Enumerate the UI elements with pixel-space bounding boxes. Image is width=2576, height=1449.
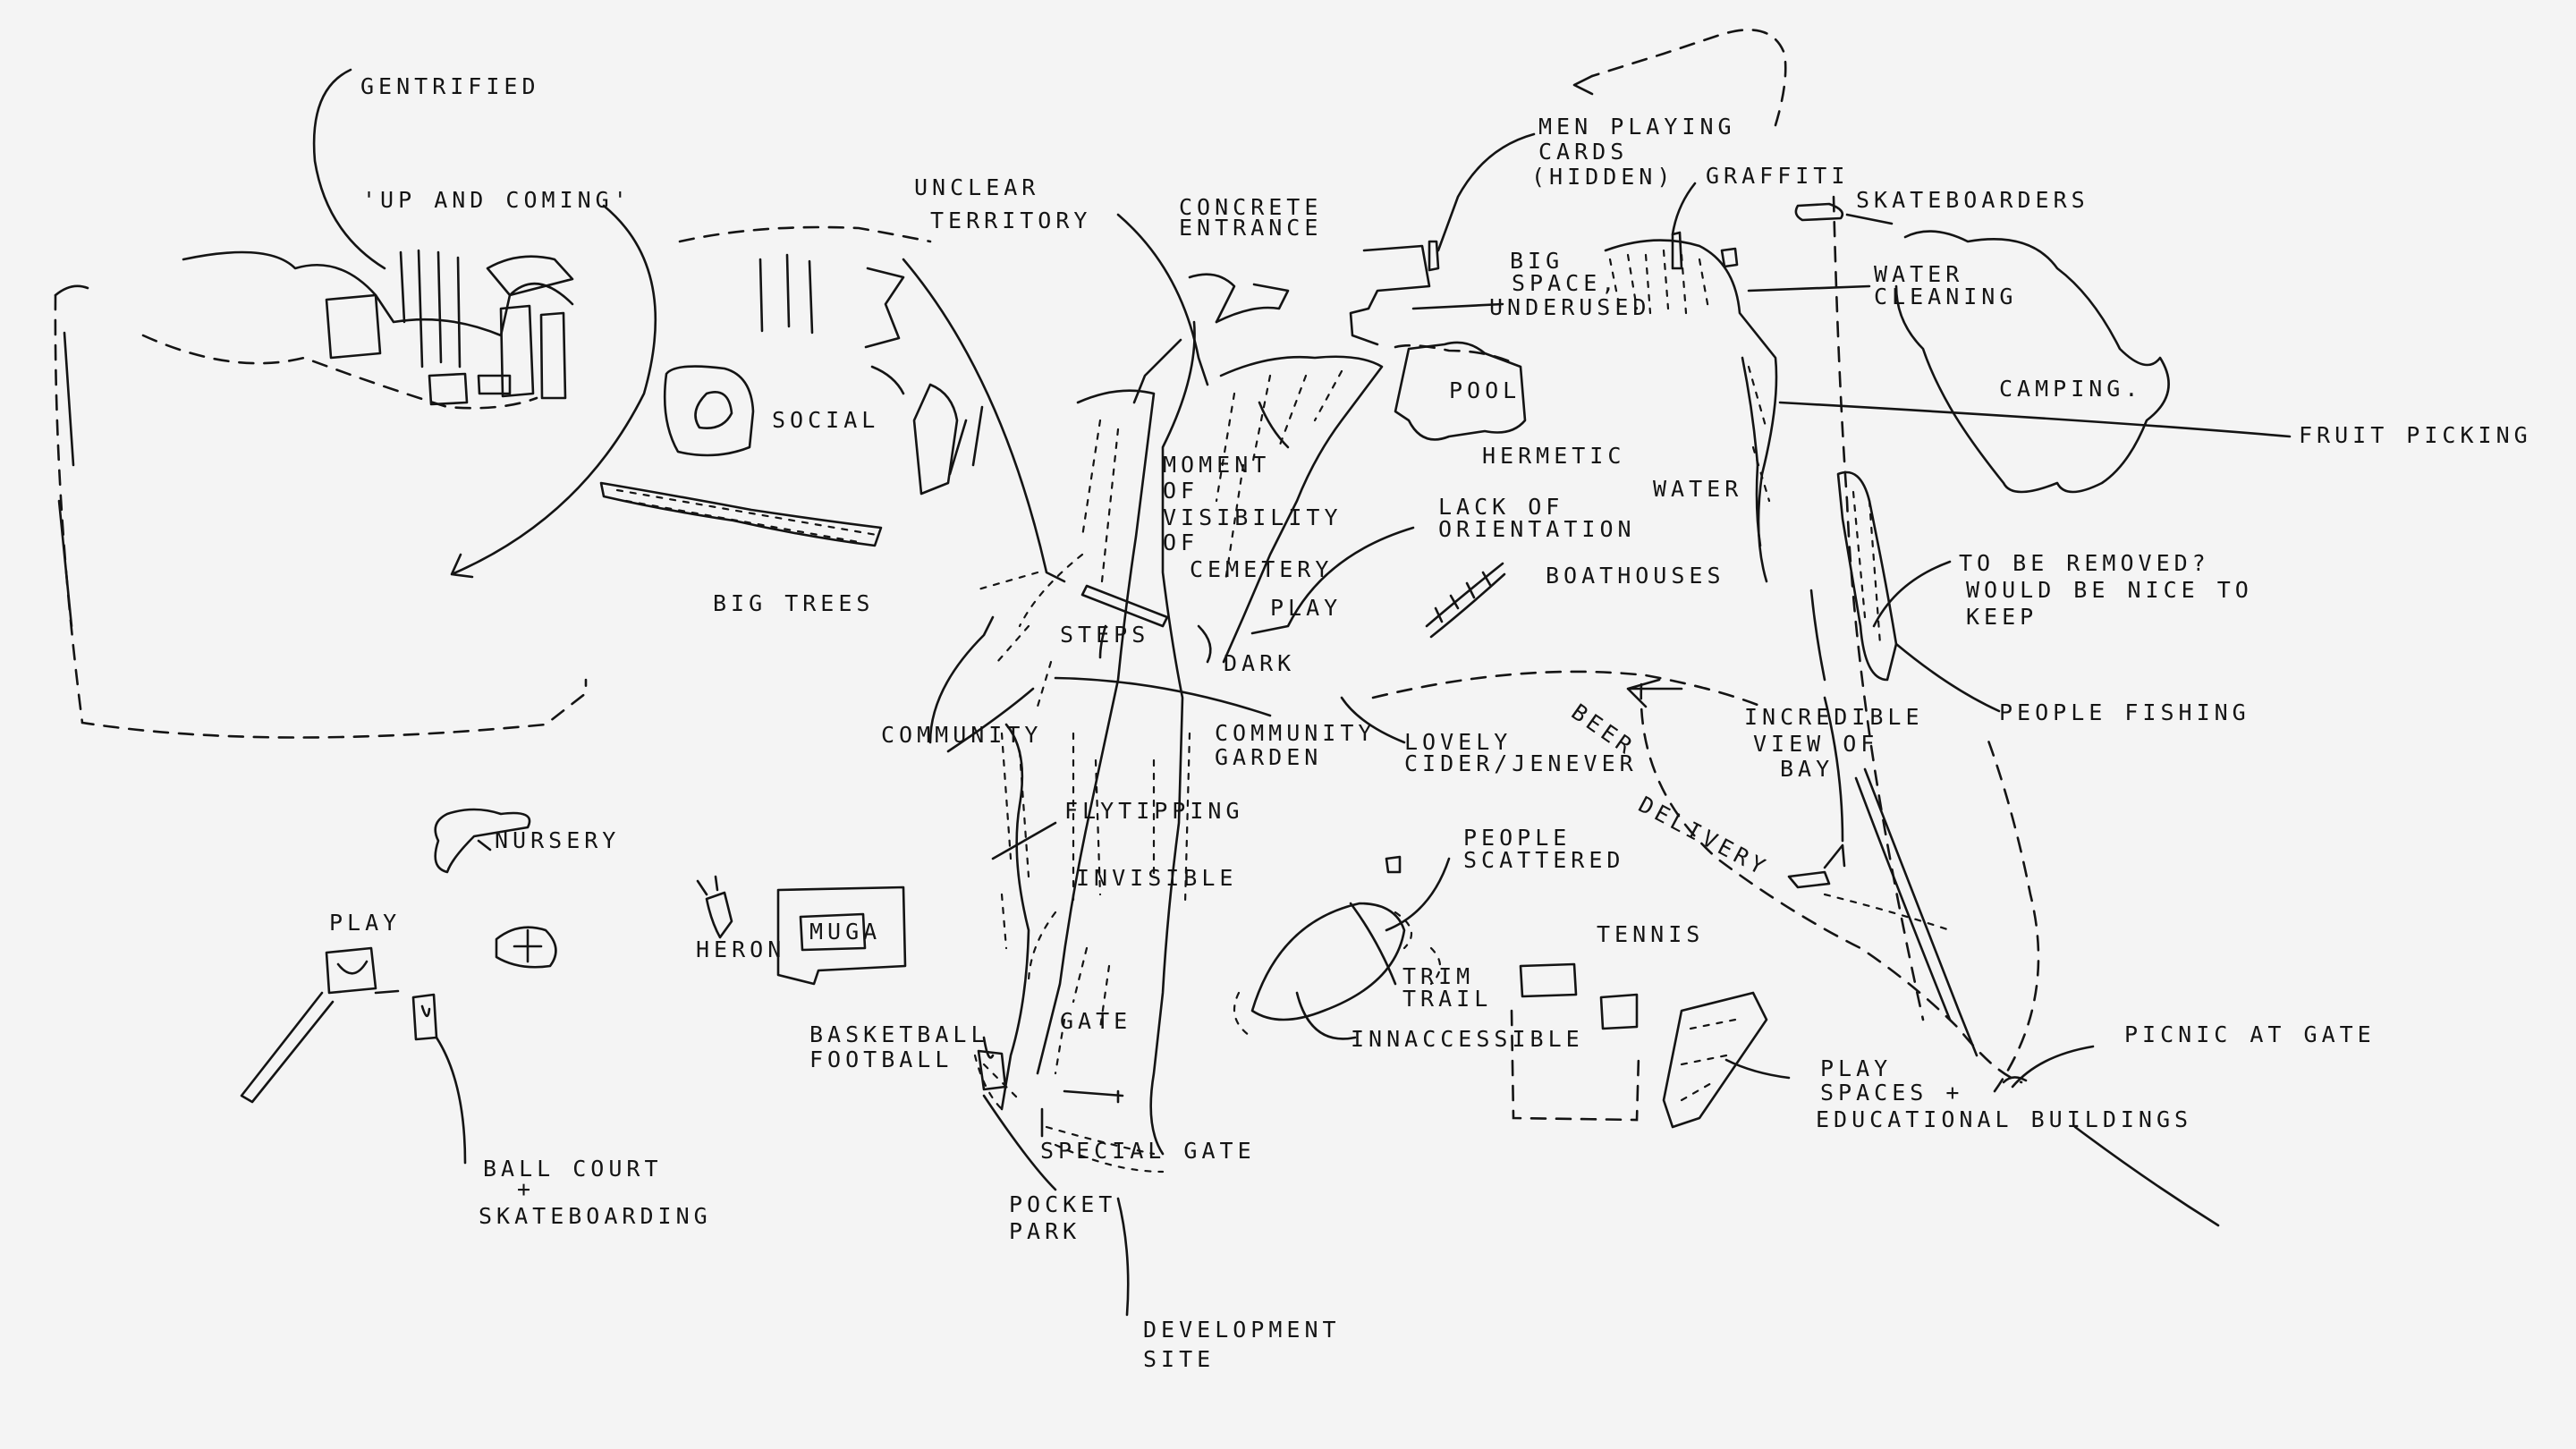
water-edge-sketch (1572, 29, 2170, 1057)
label-water-cleaning: WATER (1874, 261, 1963, 287)
label-big-space: BIG (1510, 248, 1563, 274)
label-trim-trail-2: TRAIL (1402, 986, 1492, 1012)
pool-area-sketch (1349, 240, 1527, 441)
label-moment-of-visibility-3: VISIBILITY (1163, 504, 1343, 530)
label-ball-court-3: SKATEBOARDING (479, 1203, 712, 1229)
south-west-sketch (240, 808, 907, 1104)
label-basketball-football: BASKETBALL (809, 1021, 989, 1047)
label-boathouses: BOATHOUSES (1546, 563, 1725, 589)
label-unclear-territory-2: TERRITORY (930, 208, 1091, 233)
label-dark: DARK (1224, 650, 1295, 676)
label-to-be-removed-3: KEEP (1966, 604, 2038, 630)
lake-and-courts-sketch (1233, 855, 1768, 1129)
label-men-playing-cards: MEN PLAYING (1538, 114, 1736, 140)
label-big-trees: BIG TREES (713, 590, 874, 616)
label-play-top: PLAY (1270, 595, 1342, 621)
annotation-leaders (312, 68, 2292, 1317)
label-ball-court-2: + (517, 1176, 535, 1202)
label-gate: GATE (1060, 1008, 1131, 1034)
cemetery-ridge-sketch (973, 273, 1384, 1174)
label-lack-of-orientation-2: ORIENTATION (1438, 516, 1636, 542)
label-moment-of-visibility-5: CEMETERY (1190, 556, 1333, 582)
label-special-gate: SPECIAL GATE (1040, 1138, 1256, 1164)
label-hermetic: HERMETIC (1482, 443, 1625, 469)
label-lack-of-orientation: LACK OF (1438, 494, 1563, 520)
label-educational-buildings: EDUCATIONAL BUILDINGS (1816, 1106, 2192, 1132)
label-pool: POOL (1449, 377, 1521, 403)
label-people-fishing: PEOPLE FISHING (1999, 699, 2250, 725)
label-men-playing-cards-3: (HIDDEN) (1531, 164, 1674, 190)
label-to-be-removed: TO BE REMOVED? (1959, 550, 2210, 576)
label-gentrified: GENTRIFIED (360, 73, 540, 99)
label-water-cleaning-2: CLEANING (1874, 284, 2017, 309)
label-pocket-park-2: PARK (1009, 1218, 1080, 1244)
label-ball-court: BALL COURT (483, 1156, 663, 1182)
label-picnic-at-gate: PICNIC AT GATE (2124, 1021, 2376, 1047)
label-unclear-territory: UNCLEAR (914, 174, 1039, 200)
label-concrete-entrance-2: ENTRANCE (1179, 215, 1322, 241)
label-to-be-removed-2: WOULD BE NICE TO (1966, 577, 2253, 603)
neighbourhood-sketch (54, 225, 984, 739)
label-muga: MUGA (809, 919, 881, 945)
label-moment-of-visibility: MOMENT (1163, 452, 1270, 478)
label-pocket-park: POCKET (1009, 1191, 1116, 1217)
big-trees-sketch (599, 481, 883, 547)
label-development-site: DEVELOPMENT (1143, 1317, 1341, 1343)
label-trim-trail: TRIM (1402, 963, 1474, 989)
label-up-and-coming: 'UP AND COMING' (362, 187, 631, 213)
label-people-scattered: PEOPLE (1463, 825, 1571, 851)
label-men-playing-cards-2: CARDS (1538, 139, 1628, 165)
labels: GENTRIFIED 'UP AND COMING' UNCLEAR TERRI… (329, 73, 2532, 1372)
label-skateboarders: SKATEBOARDERS (1856, 187, 2089, 213)
label-concrete-entrance: CONCRETE (1179, 194, 1322, 220)
label-graffiti: GRAFFITI (1706, 163, 1849, 189)
label-tennis: TENNIS (1597, 921, 1704, 947)
label-community-garden-2: GARDEN (1215, 744, 1322, 770)
label-community-garden: COMMUNITY (1215, 720, 1376, 746)
label-play-left: PLAY (329, 910, 401, 936)
label-moment-of-visibility-2: OF (1163, 478, 1199, 504)
label-development-site-2: SITE (1143, 1346, 1215, 1372)
label-steps: STEPS (1060, 622, 1149, 648)
label-inaccessible: INNACCESSIBLE (1351, 1026, 1584, 1052)
label-incredible-view: INCREDIBLE (1744, 704, 1924, 730)
label-incredible-view-2: VIEW OF (1753, 731, 1878, 757)
beer-delivery-route (1371, 670, 2220, 1227)
label-flytipping: FLYTIPPING (1064, 798, 1244, 824)
label-moment-of-visibility-4: OF (1163, 530, 1199, 555)
label-play-spaces: PLAY (1820, 1055, 1892, 1081)
label-heron: HERON (696, 936, 785, 962)
label-lovely-cider-2: CIDER/JENEVER (1404, 750, 1638, 776)
label-big-space-2: SPACE, (1512, 270, 1619, 296)
label-invisible: INVISIBLE (1076, 865, 1237, 891)
label-big-space-3: UNDERUSED (1489, 294, 1650, 320)
label-beer-delivery-2: DELIVERY (1634, 792, 1773, 882)
label-camping: CAMPING. (1999, 376, 2142, 402)
label-basketball-football-2: FOOTBALL (809, 1046, 953, 1072)
label-social: SOCIAL (772, 407, 879, 433)
label-play-spaces-2: SPACES + (1820, 1080, 1963, 1106)
label-fruit-picking: FRUIT PICKING (2299, 422, 2532, 448)
label-nursery: NURSERY (495, 827, 620, 853)
label-people-scattered-2: SCATTERED (1463, 847, 1624, 873)
label-community: COMMUNITY (881, 722, 1042, 748)
boathouses-sketch (1425, 562, 1506, 639)
label-water: WATER (1653, 476, 1742, 502)
label-incredible-view-3: BAY (1780, 756, 1834, 782)
label-lovely-cider: LOVELY (1404, 729, 1512, 755)
